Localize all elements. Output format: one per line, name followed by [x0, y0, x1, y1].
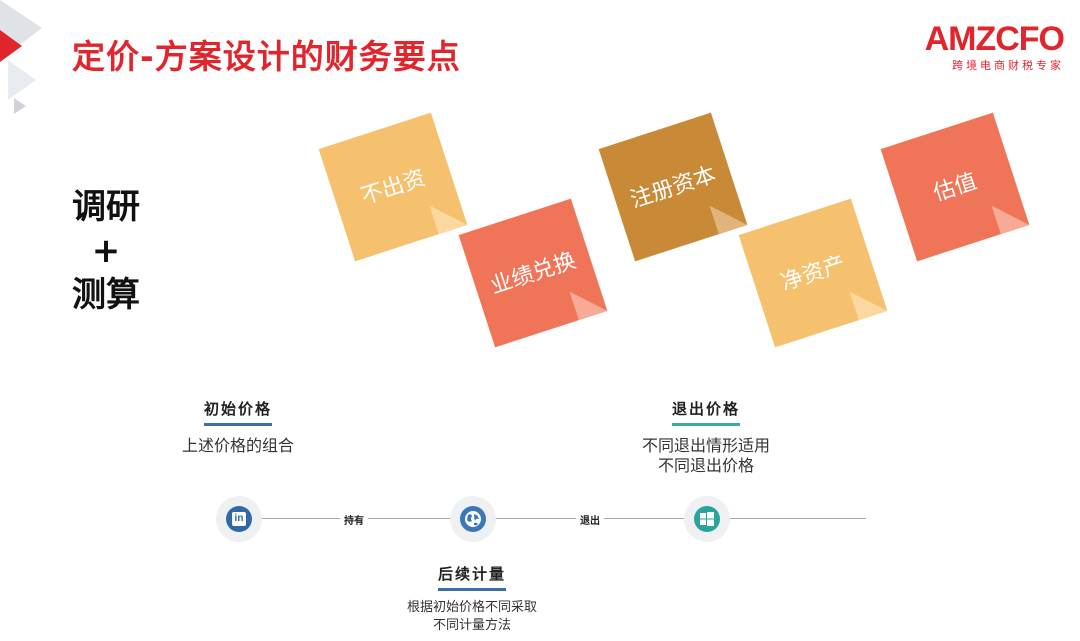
- heading-line-1: 调研: [72, 187, 140, 227]
- initial-price-desc: 上述价格的组合: [181, 436, 294, 455]
- brand-logo: AMZCFO 跨境电商财税专家: [924, 20, 1065, 73]
- timeline-node-exit: [684, 496, 730, 542]
- timeline-label-exit: 退出: [576, 512, 604, 527]
- initial-price-title: 初始价格: [203, 398, 272, 426]
- note-performance-exchange: 业绩兑换: [458, 198, 608, 348]
- corner-decoration: [0, 0, 42, 114]
- logo-tagline: 跨境电商财税专家: [952, 59, 1064, 72]
- exit-price-desc-line-2: 不同退出价格: [657, 456, 754, 475]
- exit-price-title: 退出价格: [671, 398, 740, 426]
- exit-price-desc-line-1: 不同退出情形适用: [641, 436, 770, 455]
- heading-plus: +: [91, 231, 121, 271]
- timeline-node-subsequent: [450, 496, 496, 542]
- note-no-capital: 不出资: [318, 112, 468, 262]
- subsequent-desc-line-1: 根据初始价格不同采取: [406, 600, 537, 615]
- subsequent-measurement-title: 后续计量: [437, 563, 506, 591]
- subsequent-measurement-block: 后续计量 根据初始价格不同采取 不同计量方法: [372, 563, 572, 635]
- timeline-label-hold: 持有: [340, 512, 368, 527]
- initial-price-block: 初始价格 上述价格的组合: [150, 398, 326, 456]
- page-title: 定价-方案设计的财务要点: [72, 37, 461, 76]
- subsequent-measurement-desc: 根据初始价格不同采取 不同计量方法: [372, 599, 572, 635]
- note-net-assets: 净资产: [738, 198, 888, 348]
- logo-wordmark: AMZCFO: [924, 20, 1065, 58]
- linkedin-icon: in: [226, 506, 252, 532]
- exit-price-desc: 不同退出情形适用 不同退出价格: [608, 436, 804, 476]
- heading-line-2: 测算: [72, 275, 140, 315]
- note-valuation: 估值: [880, 112, 1030, 262]
- windows-icon: [694, 506, 720, 532]
- globe-icon: [460, 506, 486, 532]
- note-registered-capital: 注册资本: [598, 112, 748, 262]
- timeline-line: [730, 518, 866, 519]
- subsequent-desc-line-2: 不同计量方法: [432, 618, 511, 633]
- research-calc-heading: 调研 + 测算: [60, 185, 152, 317]
- exit-price-block: 退出价格 不同退出情形适用 不同退出价格: [608, 398, 804, 476]
- timeline-node-initial: in: [216, 496, 262, 542]
